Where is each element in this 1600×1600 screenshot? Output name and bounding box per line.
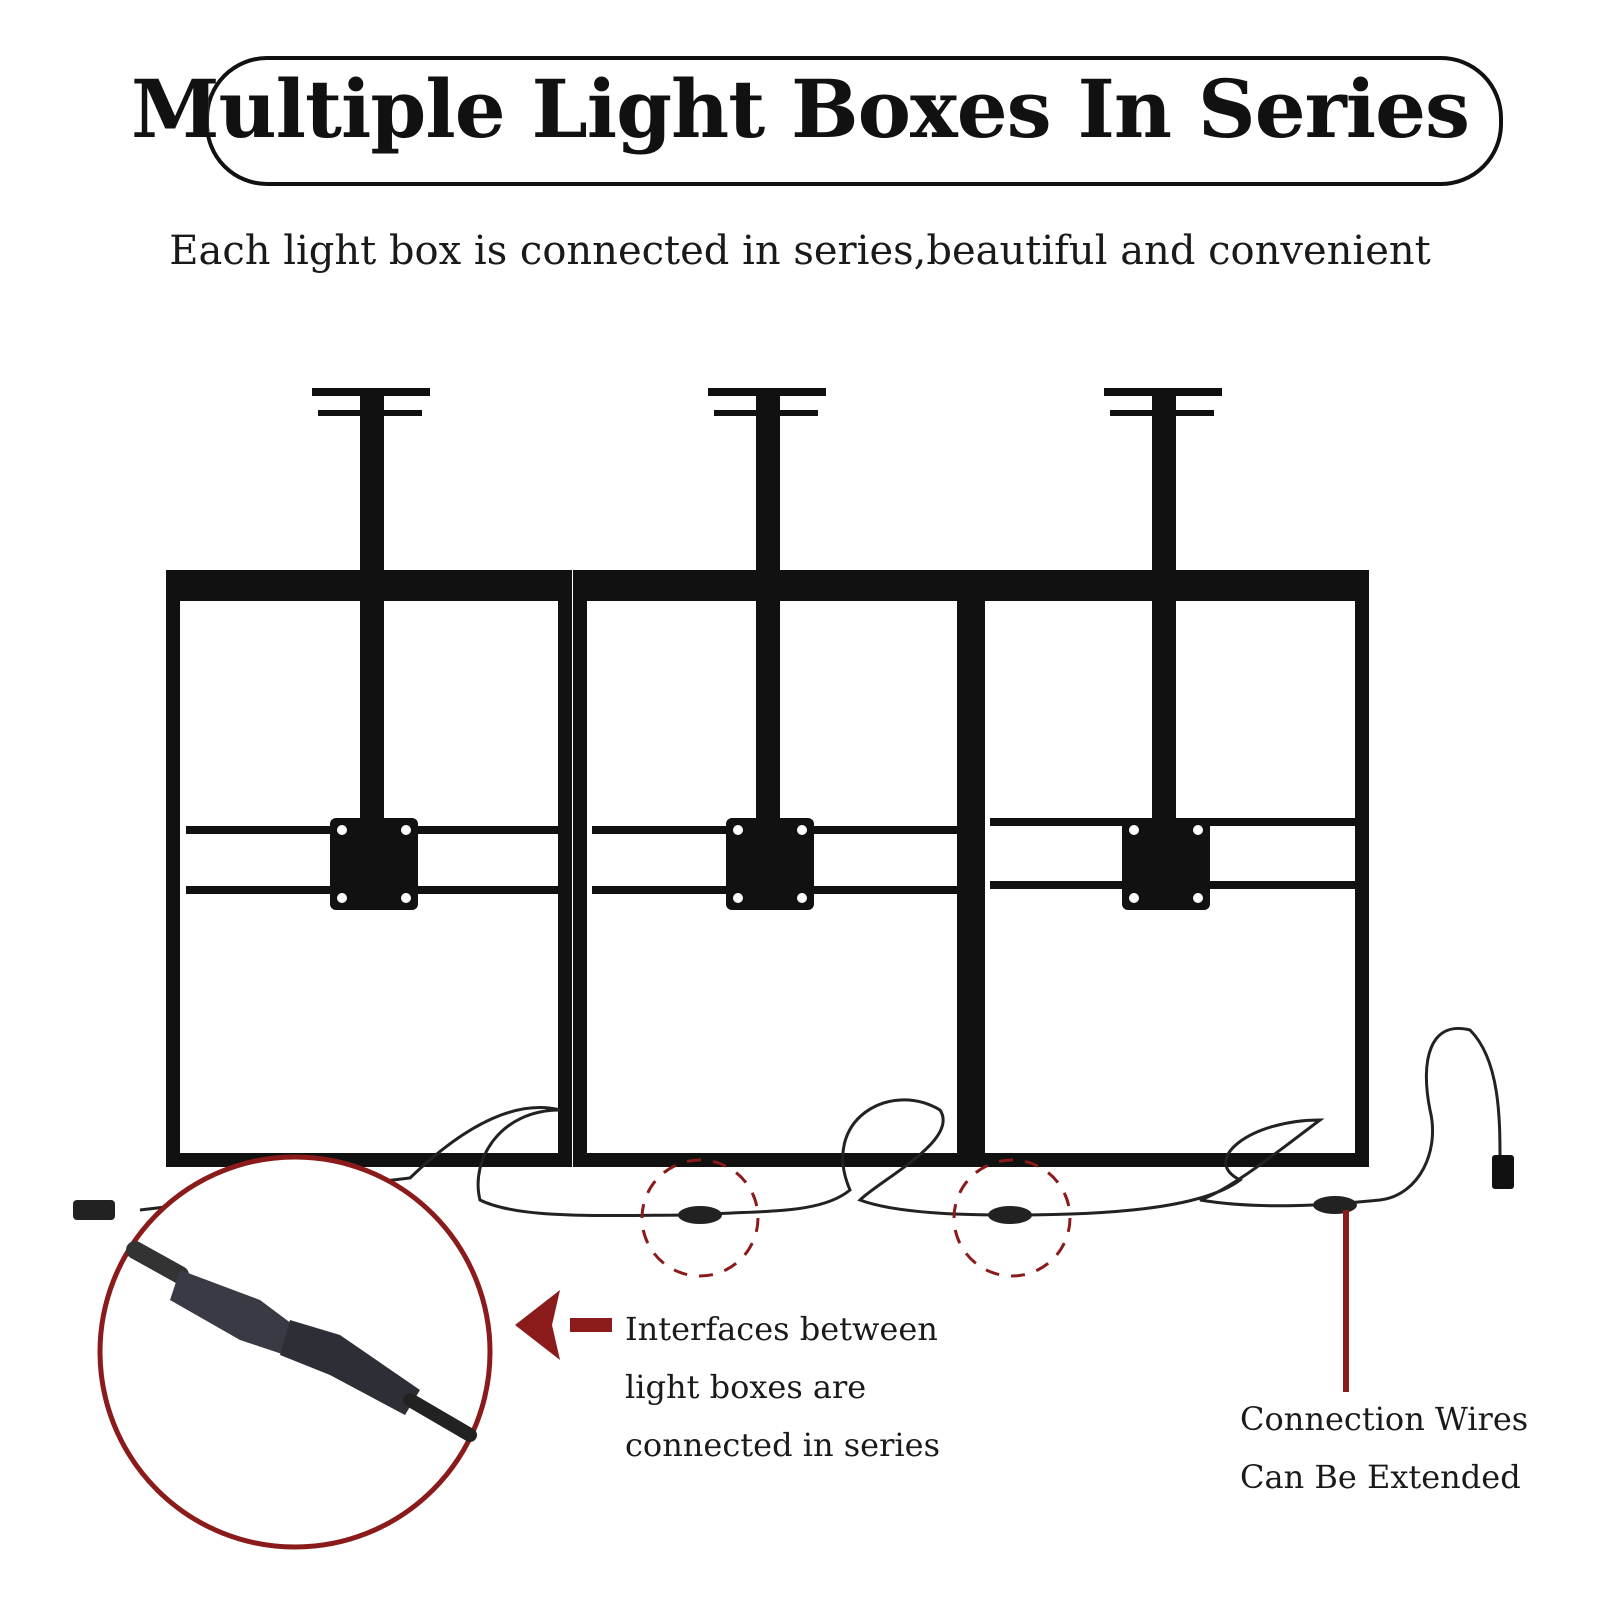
connector-zoom-inset [97, 1154, 493, 1550]
inline-connector-icon [1313, 1196, 1357, 1214]
caption-line: Interfaces between [625, 1310, 938, 1348]
caption-line: Connection Wires [1240, 1400, 1529, 1438]
page-subtitle: Each light box is connected in series,be… [169, 228, 1431, 274]
interfaces-caption: Interfaces between light boxes are conne… [625, 1300, 940, 1474]
arrow-left-icon [515, 1290, 612, 1360]
page-title: Multiple Light Boxes In Series [130, 62, 1470, 156]
wires-caption: Connection Wires Can Be Extended [1240, 1390, 1528, 1506]
caption-line: light boxes are [625, 1368, 867, 1406]
caption-line: Can Be Extended [1240, 1458, 1521, 1496]
light-box-2 [573, 388, 971, 1167]
caption-line: connected in series [625, 1426, 940, 1464]
inline-connector-icon [988, 1206, 1032, 1224]
inline-connector-icon [678, 1206, 722, 1224]
connection-wire [139, 1027, 1502, 1218]
input-plug-icon [73, 1200, 115, 1220]
light-box-3 [971, 388, 1369, 1167]
output-plug-icon [1492, 1155, 1514, 1189]
title-badge [205, 56, 1503, 186]
light-box-1 [166, 388, 572, 1167]
connector-highlight-circle [952, 1158, 1072, 1278]
connector-highlight-circle [640, 1158, 760, 1278]
